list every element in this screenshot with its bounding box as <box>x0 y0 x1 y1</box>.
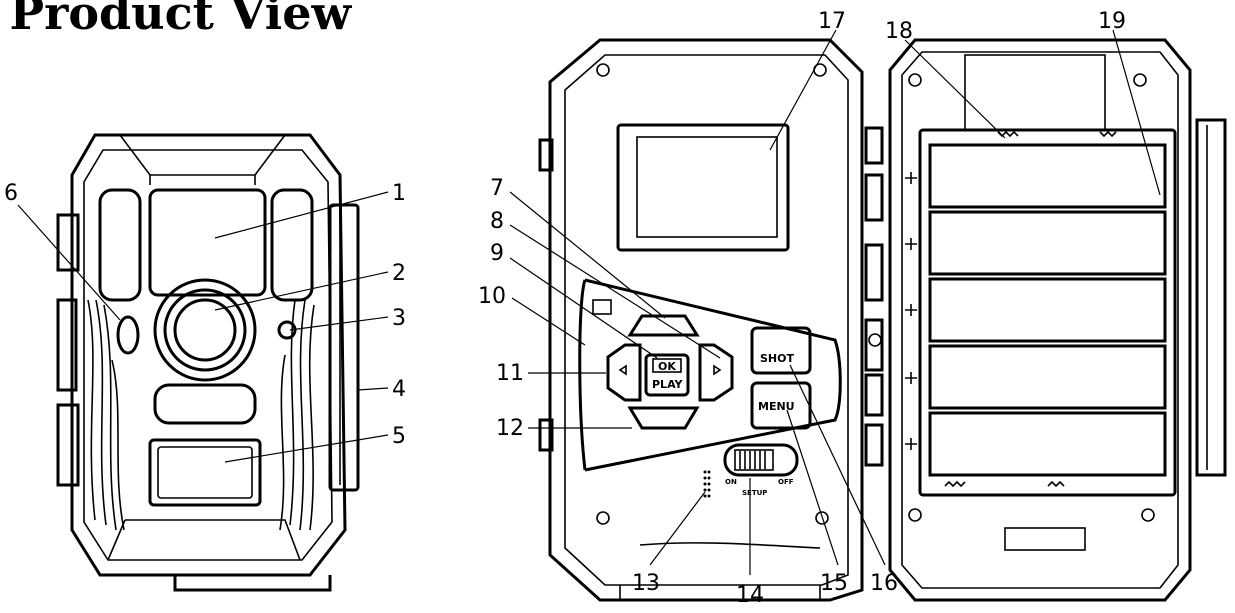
callout-13: 13 <box>632 571 660 596</box>
callout-9: 9 <box>490 241 504 266</box>
callout-8: 8 <box>490 209 504 234</box>
front-view <box>56 133 360 592</box>
switch-off-label: OFF <box>778 478 794 486</box>
callout-17: 17 <box>818 9 846 34</box>
panel-text: OK PLAY SHOT MENU ON SETUP OFF <box>652 352 795 497</box>
callout-3: 3 <box>392 306 406 331</box>
leader-lines <box>17 29 1161 575</box>
hinges <box>864 126 884 467</box>
callout-16: 16 <box>870 571 898 596</box>
callout-7: 7 <box>490 176 504 201</box>
shot-button-label: SHOT <box>760 352 794 365</box>
callout-15: 15 <box>820 571 848 596</box>
switch-setup-label: SETUP <box>742 489 767 497</box>
switch-on-label: ON <box>725 478 737 486</box>
battery-compartment <box>888 38 1227 602</box>
callout-19: 19 <box>1098 9 1126 34</box>
callout-10: 10 <box>478 284 506 309</box>
callout-14: 14 <box>736 583 764 608</box>
callout-6: 6 <box>4 181 18 206</box>
ok-button-label: OK <box>658 360 676 373</box>
callout-12: 12 <box>496 416 524 441</box>
callout-numbers: 1 2 3 4 5 6 7 8 9 10 11 12 13 14 15 16 1… <box>4 9 1126 608</box>
callout-1: 1 <box>392 181 406 206</box>
callout-4: 4 <box>392 377 406 402</box>
play-button-label: PLAY <box>652 378 684 391</box>
callout-11: 11 <box>496 361 524 386</box>
menu-button-label: MENU <box>758 400 795 413</box>
page-title: l Product View <box>0 0 352 40</box>
back-view <box>538 38 864 602</box>
callout-5: 5 <box>392 424 406 449</box>
callout-18: 18 <box>885 19 913 44</box>
callout-2: 2 <box>392 261 406 286</box>
